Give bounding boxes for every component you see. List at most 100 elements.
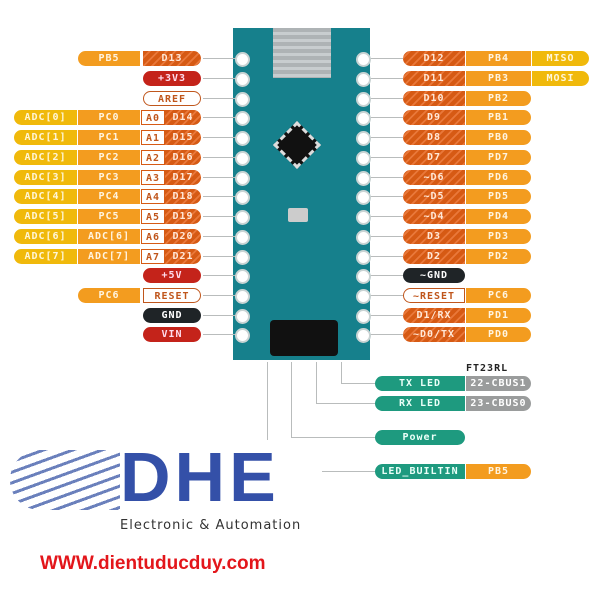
pin-leader-line: [203, 236, 239, 237]
right-pin-label: D12: [403, 51, 465, 66]
pin-leader-line: [203, 216, 239, 217]
right-pin-label: MOSI: [532, 71, 589, 86]
left-pin-label: PC6: [78, 288, 140, 303]
left-pin-label: D19: [165, 209, 201, 224]
header-pin: [356, 210, 371, 225]
right-pin-label: PB0: [466, 130, 531, 145]
right-pin-label: PB1: [466, 110, 531, 125]
left-pin-label: ADC[6]: [78, 229, 140, 244]
arduino-nano-board: [233, 28, 370, 360]
pin-leader-line: [203, 334, 239, 335]
pin-leader-line: [366, 78, 403, 79]
header-pin: [356, 190, 371, 205]
right-pin-label: PD6: [466, 170, 531, 185]
left-pin-label: D21: [165, 249, 201, 264]
left-pin-label: AREF: [143, 91, 201, 106]
left-pin-label: PB5: [78, 51, 140, 66]
pin-leader-line: [366, 177, 403, 178]
pin-leader-line: [203, 256, 239, 257]
ft23rl-label: FT23RL: [466, 363, 509, 374]
header-pin: [235, 151, 250, 166]
header-pin: [235, 171, 250, 186]
header-pin: [356, 289, 371, 304]
pin-leader-line: [366, 157, 403, 158]
header-pin: [235, 52, 250, 67]
right-pin-label: PD3: [466, 229, 531, 244]
reset-button[interactable]: [288, 208, 308, 222]
pin-leader-line: [366, 275, 403, 276]
left-pin-label: PC4: [78, 189, 140, 204]
right-pin-label: PD2: [466, 249, 531, 264]
header-pin: [235, 92, 250, 107]
right-pin-label: D8: [403, 130, 465, 145]
right-pin-label: PC6: [466, 288, 531, 303]
power-led-label: Power: [375, 430, 465, 445]
left-pin-label: ADC[0]: [14, 110, 77, 125]
right-pin-label: D3: [403, 229, 465, 244]
logo-tagline: Electronic & Automation: [120, 518, 302, 533]
left-pin-label: A6: [141, 229, 165, 244]
pin-leader-line: [366, 58, 403, 59]
left-pin-label: ADC[4]: [14, 189, 77, 204]
left-pin-label: A0: [141, 110, 165, 125]
right-pin-label: D11: [403, 71, 465, 86]
right-pin-label: PD1: [466, 308, 531, 323]
pin-leader-line: [366, 216, 403, 217]
right-pin-label: MISO: [532, 51, 589, 66]
header-pin: [235, 230, 250, 245]
icsp-header: [270, 320, 338, 356]
right-pin-label: PD0: [466, 327, 531, 342]
pin-leader-line: [203, 177, 239, 178]
left-pin-label: +5V: [143, 268, 201, 283]
pin-leader-line: [366, 196, 403, 197]
header-pin: [356, 250, 371, 265]
left-pin-label: D15: [165, 130, 201, 145]
left-pin-label: D16: [165, 150, 201, 165]
pin-leader-line: [366, 98, 403, 99]
pin-leader-line: [366, 117, 403, 118]
left-pin-label: D13: [143, 51, 201, 66]
right-pin-label: PB4: [466, 51, 531, 66]
logo-letters: DHE: [120, 438, 280, 516]
left-pin-label: D20: [165, 229, 201, 244]
right-pin-label: ~D6: [403, 170, 465, 185]
left-pin-label: A7: [141, 249, 165, 264]
left-pin-label: ADC[7]: [78, 249, 140, 264]
website-link[interactable]: WWW.dientuducduy.com: [40, 553, 266, 574]
circuit-traces-icon: [10, 450, 120, 510]
pin-leader-line: [203, 275, 239, 276]
left-pin-label: A5: [141, 209, 165, 224]
right-pin-label: PB3: [466, 71, 531, 86]
pin-leader-line: [203, 98, 239, 99]
left-pin-label: D14: [165, 110, 201, 125]
mcu-chip: [272, 120, 322, 170]
left-pin-label: A1: [141, 130, 165, 145]
pin-leader-line: [203, 295, 239, 296]
left-pin-label: ADC[6]: [14, 229, 77, 244]
right-pin-label: PB2: [466, 91, 531, 106]
right-pin-label: ~D5: [403, 189, 465, 204]
header-pin: [235, 131, 250, 146]
header-pin: [356, 269, 371, 284]
pin-leader-line: [203, 117, 239, 118]
left-pin-label: ADC[5]: [14, 209, 77, 224]
tx-led-label: TX LED: [375, 376, 465, 391]
left-pin-label: A4: [141, 189, 165, 204]
pin-leader-line: [366, 334, 403, 335]
left-pin-label: VIN: [143, 327, 201, 342]
left-pin-label: +3V3: [143, 71, 201, 86]
pin-leader-line: [203, 157, 239, 158]
header-pin: [235, 111, 250, 126]
header-pin: [235, 309, 250, 324]
header-pin: [356, 309, 371, 324]
left-pin-label: PC5: [78, 209, 140, 224]
pin-leader-line: [203, 58, 239, 59]
header-pin: [235, 289, 250, 304]
left-pin-label: RESET: [143, 288, 201, 303]
left-pin-label: A3: [141, 170, 165, 185]
header-pin: [356, 328, 371, 343]
header-pin: [356, 52, 371, 67]
header-pin: [356, 111, 371, 126]
right-pin-label: ~RESET: [403, 288, 465, 303]
left-pin-label: A2: [141, 150, 165, 165]
